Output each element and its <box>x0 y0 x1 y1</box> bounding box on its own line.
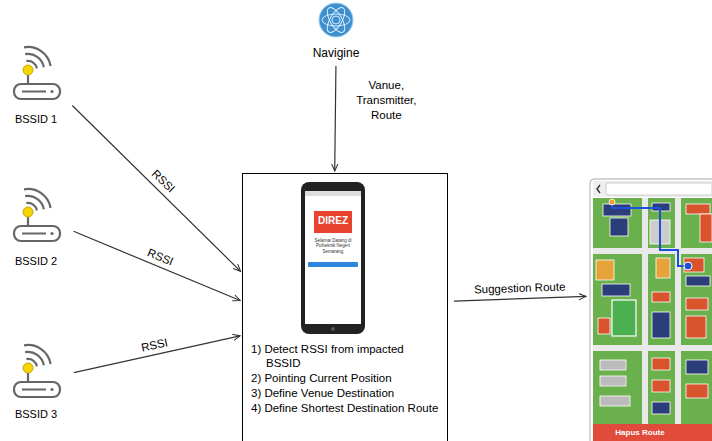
node-text: BSSID 1 <box>15 113 57 125</box>
drawing-part <box>675 198 681 424</box>
drawing-part <box>642 198 648 424</box>
node-text: 1) Detect RSSI from impacted BSSID <box>251 342 439 370</box>
drawing-part <box>652 380 670 392</box>
drawing-part <box>597 185 600 193</box>
node-text: Hapus Route <box>615 428 664 437</box>
welcome-text: Selamat Datang di Politeknik Negeri Sema… <box>307 238 359 254</box>
node-text: 3) Define Venue Destination <box>251 386 439 400</box>
node-text: BSSID 3 <box>15 408 57 420</box>
drawing-part <box>652 402 670 414</box>
drawing-part <box>609 199 615 205</box>
node-text: 4) Define Shortest Destination Route <box>251 401 439 415</box>
node-text: BSSID 2 <box>15 255 57 267</box>
drawing-part <box>593 248 712 254</box>
drawing-part <box>301 182 365 334</box>
arrow-connector <box>335 66 336 171</box>
drawing-part <box>686 298 708 310</box>
arrow-connector <box>454 296 586 301</box>
router-icon <box>14 189 60 241</box>
drawing-part <box>319 3 353 37</box>
node-text: 2) Pointing Current Position <box>251 371 439 385</box>
drawing-part <box>314 211 352 233</box>
drawing-part <box>652 312 670 338</box>
drawing-part <box>603 204 631 216</box>
router-node: BSSID 3 <box>4 328 68 420</box>
drawing-part <box>331 327 335 331</box>
drawing-part <box>332 16 340 24</box>
drawing-part <box>324 5 348 35</box>
drawing-part <box>612 200 688 266</box>
drawing-part <box>600 396 630 406</box>
drawing-part <box>590 179 712 441</box>
router-icon <box>14 47 60 99</box>
router-icon <box>14 345 60 397</box>
drawing-part <box>656 258 670 278</box>
drawing-part <box>686 360 708 374</box>
drawing-part <box>684 258 704 272</box>
drawing-part <box>686 204 710 214</box>
edge-label: RSSI <box>148 166 178 196</box>
drawing-part <box>684 262 692 270</box>
app-logo-text: DIREZ <box>314 215 352 227</box>
app-box: 1) Detect RSSI from impacted BSSID2) Poi… <box>242 173 448 441</box>
drawing-part <box>612 300 636 336</box>
drawing-part <box>600 360 626 370</box>
phone <box>301 182 365 334</box>
service-node: Navigine <box>296 2 376 60</box>
drawing-part <box>700 214 712 242</box>
map-screenshot-node: Hapus Route <box>588 178 712 441</box>
drawing-part <box>305 191 361 324</box>
edge-label: Vanue, Transmitter, Route <box>349 78 423 123</box>
node-text: Navigine <box>313 46 360 60</box>
arrow-connector <box>72 105 240 271</box>
drawing-part <box>305 191 361 196</box>
drawing-part <box>686 384 708 398</box>
map-screenshot <box>590 179 712 441</box>
edge-label: Suggestion Route <box>472 280 568 295</box>
arrow-connector <box>74 336 240 373</box>
edge-label: RSSI <box>138 335 171 353</box>
drawing-part <box>593 424 712 441</box>
drawing-part <box>606 183 712 195</box>
drawing-part <box>602 284 630 296</box>
drawing-part <box>593 198 712 424</box>
edge-label: RSSI <box>144 245 177 268</box>
navigine-logo <box>319 3 353 37</box>
drawing-part <box>652 358 670 370</box>
drawing-part <box>598 318 610 334</box>
drawing-part <box>308 262 358 267</box>
drawing-part <box>686 316 706 338</box>
drawing-part <box>610 218 628 236</box>
drawing-part <box>652 292 670 302</box>
drawing-part <box>600 376 626 386</box>
router-node: BSSID 1 <box>4 30 68 125</box>
router-node: BSSID 2 <box>4 172 68 267</box>
drawing-part <box>319 3 353 37</box>
drawing-part <box>324 5 348 35</box>
drawing-part <box>322 14 350 26</box>
drawing-part <box>596 260 614 280</box>
drawing-part <box>593 181 712 197</box>
drawing-part <box>593 345 712 351</box>
drawing-part <box>686 276 710 286</box>
arrow-connector <box>74 231 241 300</box>
